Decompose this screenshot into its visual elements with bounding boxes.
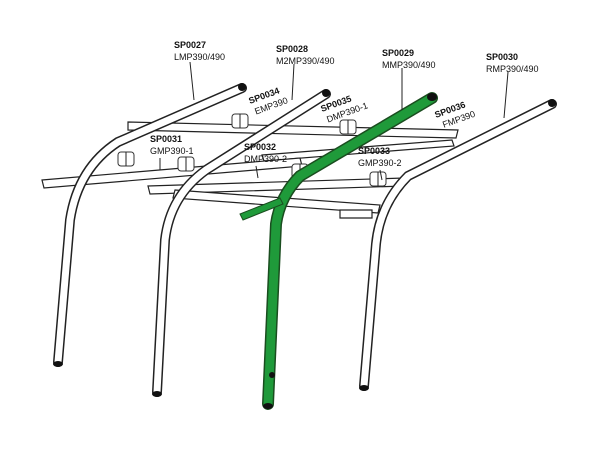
clamp — [117, 151, 135, 167]
label-mmp: SP0029 MMP390/490 — [382, 48, 436, 70]
cross-bar-front[interactable] — [339, 209, 373, 219]
part-desc: MMP390/490 — [382, 60, 436, 70]
clamp — [369, 171, 387, 187]
hoop-lmp[interactable] — [53, 83, 247, 367]
label-lmp: SP0027 LMP390/490 — [174, 40, 225, 62]
label-m2mp: SP0028 M2MP390/490 — [276, 44, 335, 66]
label-gmp2: SP0033 GMP390-2 — [358, 146, 402, 168]
label-fmp: SP0036 FMP390 — [433, 100, 476, 130]
part-desc: LMP390/490 — [174, 52, 225, 62]
part-code: SP0033 — [358, 146, 390, 156]
clamp — [339, 119, 357, 135]
part-code: SP0032 — [244, 142, 276, 152]
part-code: SP0028 — [276, 44, 308, 54]
clamp — [177, 156, 195, 172]
hoop-mmp-highlighted[interactable] — [239, 92, 438, 410]
leader-lines — [159, 61, 509, 181]
label-dmp2: SP0032 DMP390-2 — [244, 142, 287, 164]
part-code: SP0030 — [486, 52, 518, 62]
part-desc: M2MP390/490 — [276, 56, 335, 66]
part-desc: GMP390-2 — [358, 158, 402, 168]
cross-bar-stub-highlighted[interactable] — [239, 197, 284, 221]
part-desc: DMP390-2 — [244, 154, 287, 164]
part-code: SP0027 — [174, 40, 206, 50]
cross-bar-fmp[interactable] — [261, 139, 455, 162]
label-gmp1: SP0031 GMP390-1 — [150, 134, 194, 156]
part-desc: GMP390-1 — [150, 146, 194, 156]
part-desc: RMP390/490 — [486, 64, 539, 74]
hoop-m2mp[interactable] — [152, 89, 331, 397]
part-code: SP0031 — [150, 134, 182, 144]
part-code: SP0029 — [382, 48, 414, 58]
label-emp: SP0034 EMP390 — [247, 86, 289, 117]
clamp — [231, 113, 249, 129]
label-rmp: SP0030 RMP390/490 — [486, 52, 539, 74]
hoop-rmp[interactable] — [359, 99, 557, 391]
